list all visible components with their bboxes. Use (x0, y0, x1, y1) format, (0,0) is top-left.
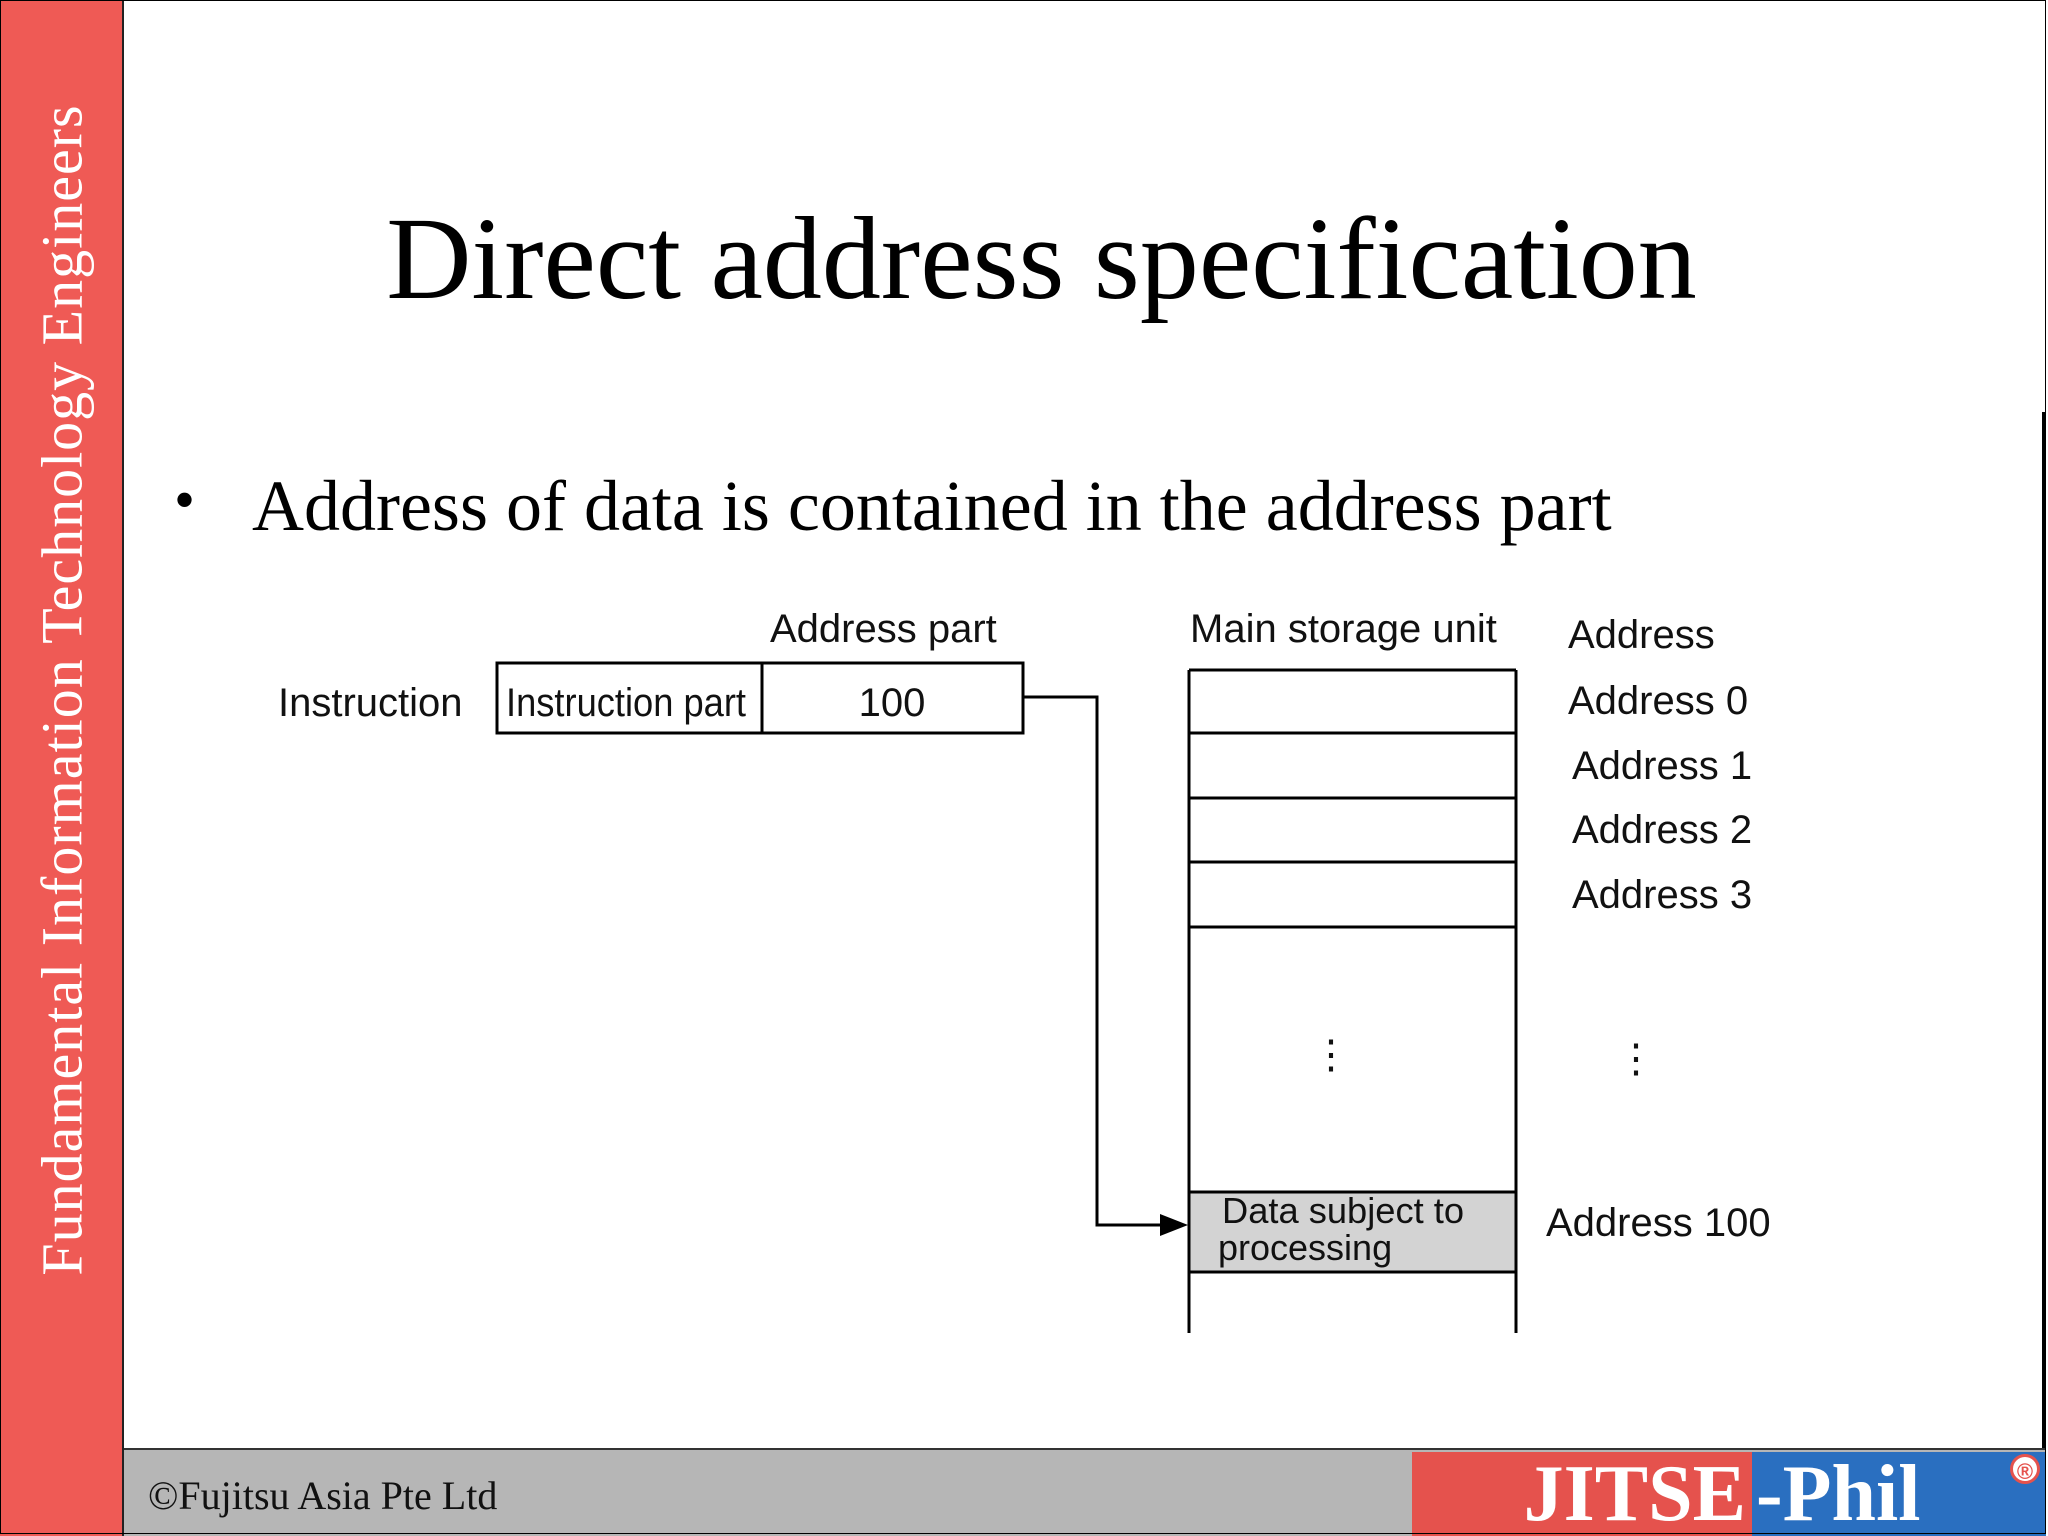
address-ellipsis: ⋮ (1616, 1037, 1656, 1081)
jitse-phil-logo: JITSE -Phil ® (1412, 1452, 2046, 1536)
bullet-text: Address of data is contained in the addr… (252, 466, 1612, 546)
storage-header: Main storage unit (1190, 607, 1497, 651)
address-column-header: Address (1568, 613, 1715, 657)
data-cell (1189, 1192, 1516, 1272)
copyright-text: ©Fujitsu Asia Pte Ltd (148, 1473, 498, 1518)
address-label-3: Address 3 (1572, 873, 1752, 917)
bullet-dot: • (174, 467, 196, 533)
instruction-label: Instruction (278, 681, 463, 725)
logo-right-text: -Phil (1752, 1452, 2046, 1536)
right-edge-rule (2042, 412, 2046, 1448)
address-value-cell: 100 (859, 681, 926, 725)
instruction-box (495, 661, 1025, 735)
data-cell-text-line1: Data subject to (1222, 1190, 1464, 1231)
address-label-1: Address 1 (1572, 744, 1752, 788)
pointer-line (1023, 695, 1170, 1227)
address-part-header: Address part (770, 607, 997, 651)
instruction-part-cell: Instruction part (506, 681, 746, 725)
sidebar-band: Fundamental Information Technology Engin… (0, 0, 124, 1536)
registered-mark-icon: ® (2010, 1454, 2040, 1484)
storage-ellipsis: ⋮ (1311, 1033, 1351, 1077)
data-cell-text-line2: processing (1218, 1227, 1392, 1268)
address-diagram: Address part Main storage unit Address I… (278, 607, 1771, 1333)
address-label-100: Address 100 (1546, 1201, 1771, 1245)
slide-title: Direct address specification (386, 193, 1697, 324)
address-label-0: Address 0 (1568, 679, 1748, 723)
pointer-arrowhead (1160, 1214, 1188, 1236)
address-label-2: Address 2 (1572, 808, 1752, 852)
logo-left-text: JITSE (1412, 1452, 1752, 1536)
